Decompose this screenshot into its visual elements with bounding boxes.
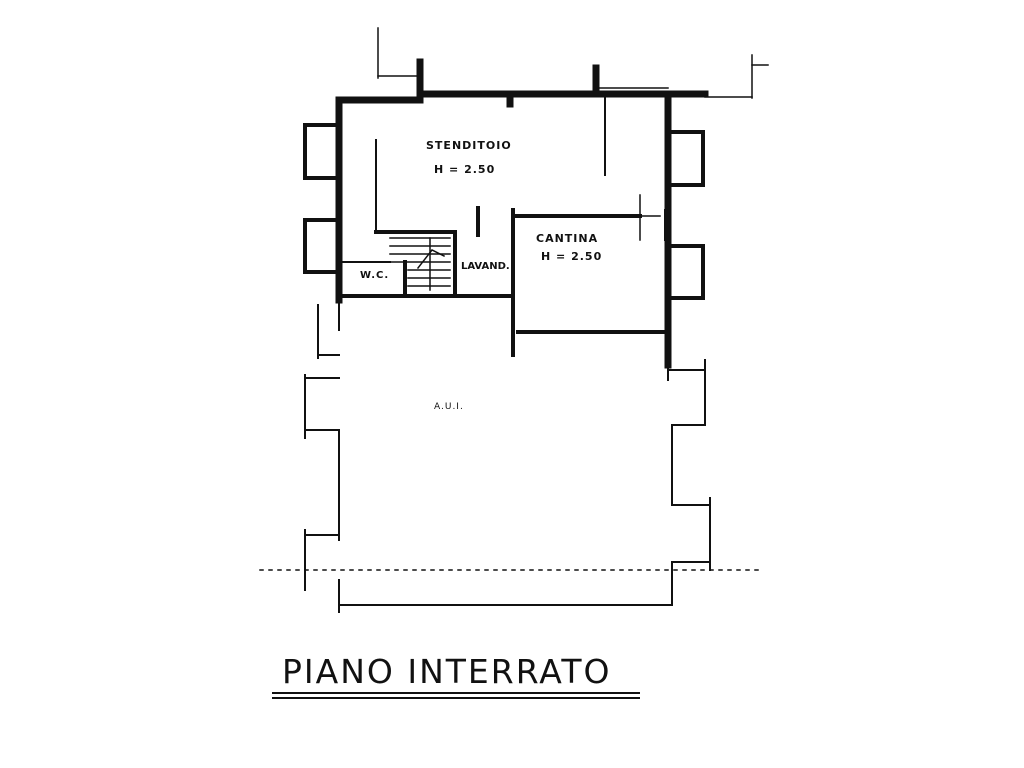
wc-label: W.C.: [360, 270, 390, 281]
light-wells-right: [666, 130, 705, 300]
title-underline: [272, 692, 640, 694]
thin-lines: [339, 95, 666, 263]
light-wells-left: [303, 123, 341, 274]
title-underline-double: [272, 697, 640, 699]
outer-walls: [335, 58, 709, 369]
stenditoio-label: STENDITOIO: [426, 139, 512, 152]
cantina-height-label: H = 2.50: [541, 250, 603, 263]
construction-marks: [377, 27, 769, 241]
aui-label: A.U.I.: [434, 402, 464, 412]
stair-steps: [389, 237, 451, 291]
aui-outline: [304, 299, 711, 613]
interior-walls: [337, 206, 670, 357]
plan-title: PIANO INTERRATO: [282, 652, 612, 691]
cantina-label: CANTINA: [536, 232, 599, 245]
stenditoio-height-label: H = 2.50: [434, 163, 496, 176]
lavand-label: LAVAND.: [461, 261, 510, 272]
